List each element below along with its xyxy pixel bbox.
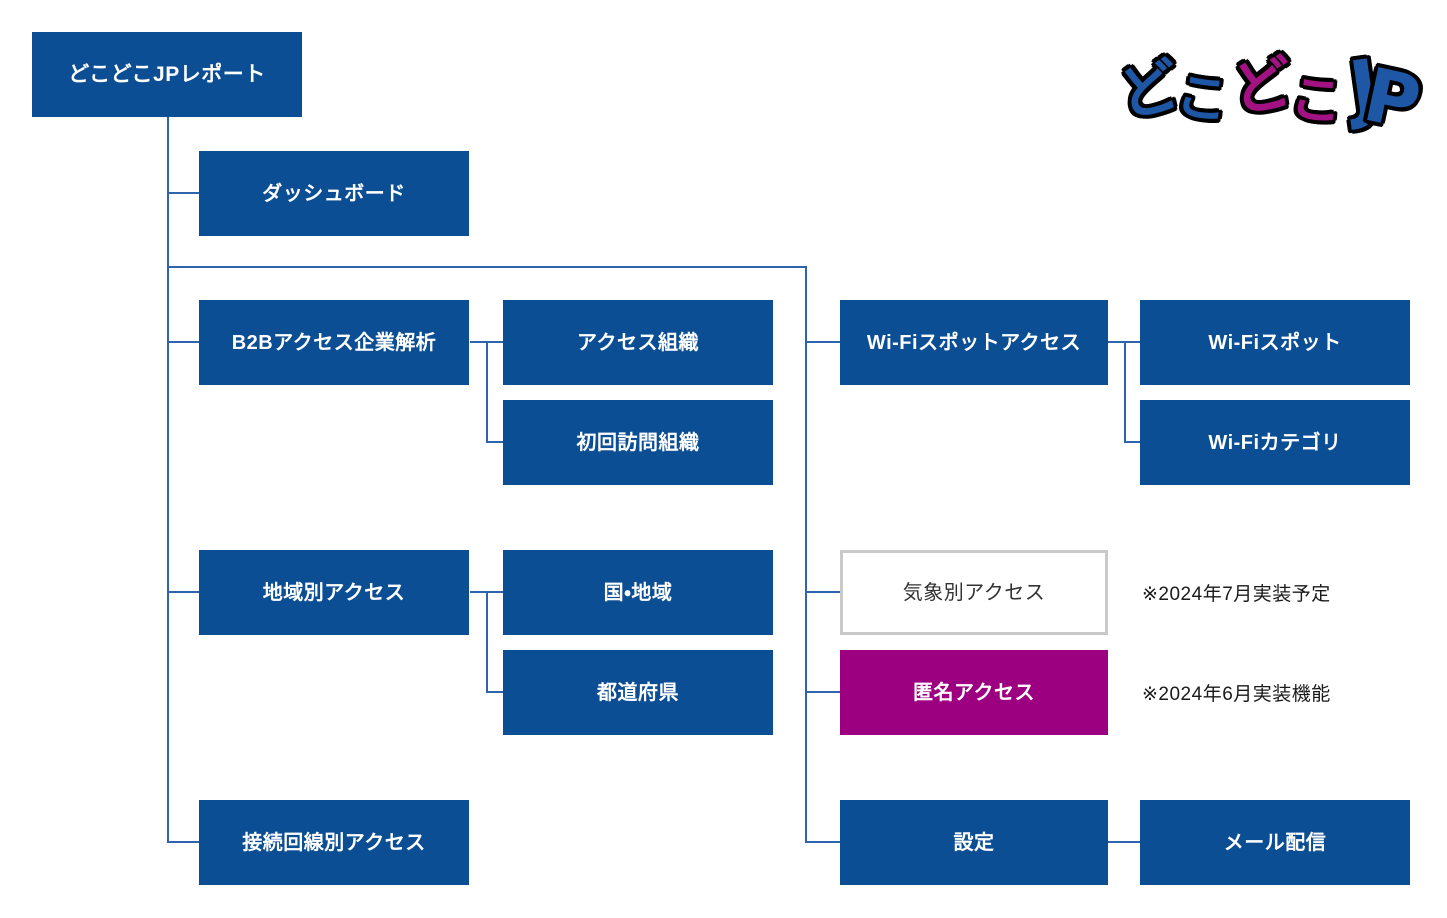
node-wifi-category: Wi-Fiカテゴリ [1140,400,1410,485]
connector-line [1124,341,1126,443]
node-region-access: 地域別アクセス [199,550,469,635]
connector-line [167,192,199,194]
note-weather-release: ※2024年7月実装予定 [1142,584,1331,605]
node-wifi-spot-access: Wi-Fiスポットアクセス [840,300,1108,385]
logo-char: こ [1172,65,1233,133]
connector-line [1108,841,1140,843]
node-dashboard: ダッシュボード [199,151,469,236]
connector-line [167,117,169,843]
node-connection-line-access: 接続回線別アクセス [199,800,469,885]
node-anonymous-access: 匿名アクセス [840,650,1108,735]
connector-line [167,841,199,843]
node-access-organization: アクセス組織 [503,300,773,385]
node-b2b-access-analysis: B2Bアクセス企業解析 [199,300,469,385]
connector-line [805,341,840,343]
connector-line [486,691,503,693]
connector-line [1124,441,1140,443]
connector-line [167,341,199,343]
connector-line [167,266,805,268]
connector-line [805,266,807,843]
connector-line [167,591,199,593]
connector-line [805,591,840,593]
node-settings: 設定 [840,800,1108,885]
node-mail-delivery: メール配信 [1140,800,1410,885]
connector-line [486,341,488,443]
node-country-region: 国・地域 [503,550,773,635]
node-root-report: どこどこJPレポート [32,32,302,117]
node-weather-access: 気象別アクセス [840,550,1108,635]
connector-line [805,841,840,843]
connector-line [805,691,840,693]
connector-line [486,441,503,443]
logo-char: ど [1226,47,1298,127]
node-wifi-spot: Wi-Fiスポット [1140,300,1410,385]
logo-char: こ [1287,68,1346,134]
node-first-visit-organization: 初回訪問組織 [503,400,773,485]
note-anonymous-release: ※2024年6月実装機能 [1142,684,1331,705]
connector-line [486,591,488,693]
node-prefecture: 都道府県 [503,650,773,735]
